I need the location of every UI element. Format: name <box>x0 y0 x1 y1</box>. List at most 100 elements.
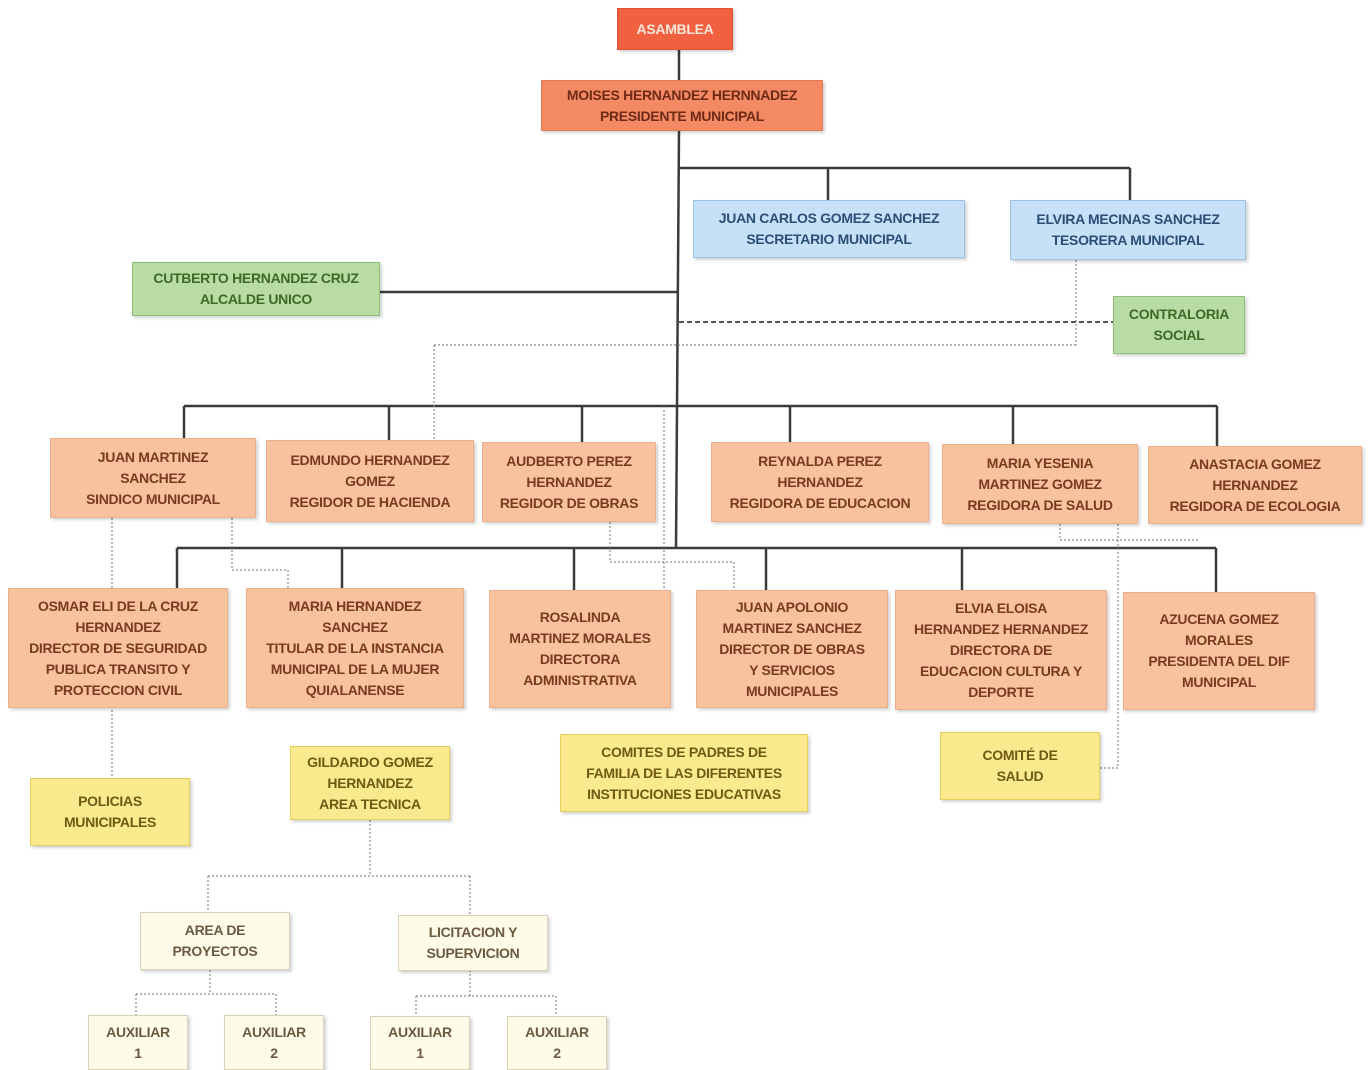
node-mujer: MARIA HERNANDEZ SANCHEZ TITULAR DE LA INST… <box>246 588 464 708</box>
node-text-line: SECRETARIO MUNICIPAL <box>746 231 912 247</box>
node-text-line: DIRECTOR DE OBRAS <box>719 640 865 657</box>
node-text-line: 2 <box>553 1045 561 1061</box>
node-text-line: COMITÉ DE <box>982 747 1058 763</box>
node-text-line: DIRECTOR DE SEGURIDAD <box>29 639 207 656</box>
node-text-line: REGIDOR DE OBRAS <box>499 494 639 511</box>
node-area-tecnica: GILDARDO GOMEZ HERNANDEZ AREA TECNICA <box>290 746 450 820</box>
node-text-line: JUAN APOLONIO <box>735 598 849 615</box>
node-text-line: INSTITUCIONES EDUCATIVAS <box>587 785 781 802</box>
node-text-line: SANCHEZ <box>322 618 388 635</box>
node-text-line: ELVIRA MECINAS SANCHEZ <box>1036 211 1220 227</box>
node-text-line: REYNALDA PEREZ <box>758 452 882 469</box>
node-text-line: QUIALANENSE <box>305 681 405 698</box>
node-text-line: SALUD <box>996 768 1044 784</box>
node-text-line: SUPERVICION <box>426 945 520 961</box>
node-text-line: 1 <box>416 1045 424 1061</box>
node-obras-dir: JUAN APOLONIO MARTINEZ SANCHEZ DIRECTOR DE… <box>696 590 888 708</box>
node-aux-l1: AUXILIAR 1 <box>370 1016 470 1070</box>
node-text-line: PRESIDENTA DEL DIF <box>1148 653 1290 669</box>
node-text-line: DIRECTORA <box>539 651 621 667</box>
node-text-line: MARTINEZ MORALES <box>509 630 651 646</box>
node-presidente: MOISES HERNANDEZ HERNNADEZ PRESIDENTE MUN… <box>541 80 823 131</box>
node-text-line: SOCIAL <box>1153 327 1205 343</box>
node-text-line: MUNICIPAL <box>1181 674 1257 690</box>
node-seguridad: OSMAR ELI DE LA CRUZ HERNANDEZ DIRECTOR DE… <box>8 588 228 708</box>
node-text-line: PRESIDENTE MUNICIPAL <box>599 107 765 124</box>
node-text-line: 1 <box>134 1044 142 1061</box>
node-text-line: Y SERVICIOS <box>749 661 835 678</box>
node-text-line: MARTINEZ SANCHEZ <box>722 619 862 636</box>
node-text-line: PUBLICA TRANSITO Y <box>45 660 191 677</box>
node-text-line: TESORERA MUNICIPAL <box>1051 232 1205 248</box>
node-text-line: CUTBERTO HERNANDEZ CRUZ <box>153 270 359 286</box>
node-text-line: HERNANDEZ <box>777 473 863 490</box>
node-text-line: SINDICO MUNICIPAL <box>86 490 220 507</box>
node-text-line: MOISES HERNANDEZ HERNNADEZ <box>566 86 798 103</box>
node-text-line: GOMEZ <box>345 472 395 489</box>
node-text-line: MARIA HERNANDEZ <box>288 597 422 614</box>
node-text-line: JUAN CARLOS GOMEZ SANCHEZ <box>718 210 940 226</box>
node-text-line: DIRECTORA DE <box>949 641 1053 658</box>
node-text-line: GILDARDO GOMEZ <box>307 753 433 770</box>
node-alcalde: CUTBERTO HERNANDEZ CRUZ ALCALDE UNICO <box>132 262 380 316</box>
node-dif: AZUCENA GOMEZ MORALES PRESIDENTA DEL DIF MU… <box>1123 592 1315 710</box>
node-text-line: LICITACION Y <box>428 924 518 940</box>
node-text-line: POLICIAS <box>78 793 142 809</box>
node-text-line: REGIDORA DE SALUD <box>967 496 1113 513</box>
node-text-line: MUNICIPAL DE LA MUJER <box>270 660 440 677</box>
node-text-line: AREA TECNICA <box>319 795 421 812</box>
node-text-line: AUXILIAR <box>525 1024 589 1040</box>
node-asamblea: ASAMBLEA <box>617 8 733 50</box>
node-text-line: AUDBERTO PEREZ <box>506 452 632 469</box>
node-text-line: TITULAR DE LA INSTANCIA <box>266 639 444 656</box>
node-aux-p1: AUXILIAR 1 <box>88 1015 188 1070</box>
node-text-line: HERNANDEZ <box>1212 476 1298 493</box>
node-text-line: MORALES <box>1185 632 1253 648</box>
node-text-line: ANASTACIA GOMEZ <box>1189 455 1321 472</box>
node-text-line: HERNANDEZ <box>75 618 161 635</box>
node-text-line: AZUCENA GOMEZ <box>1159 611 1279 627</box>
node-proyectos: AREA DE PROYECTOS <box>140 912 290 970</box>
node-educacion-dir: ELVIA ELOISA HERNANDEZ HERNANDEZ DIRECTORA… <box>895 590 1107 710</box>
node-text-line: ELVIA ELOISA <box>954 599 1048 616</box>
node-text-line: COMITES DE PADRES DE <box>601 743 767 760</box>
node-obras-reg: AUDBERTO PEREZ HERNANDEZ REGIDOR DE OBRAS <box>482 442 656 522</box>
node-text-line: HERNANDEZ <box>327 774 413 791</box>
node-text-line: MUNICIPALES <box>745 682 839 699</box>
node-text-line: PROTECCION CIVIL <box>53 681 183 698</box>
node-educacion-reg: REYNALDA PEREZ HERNANDEZ REGIDORA DE EDUCA… <box>711 442 929 522</box>
node-text-line: ADMINISTRATIVA <box>523 672 637 688</box>
node-text-line: MARIA YESENIA <box>986 454 1094 471</box>
node-ecologia-reg: ANASTACIA GOMEZ HERNANDEZ REGIDORA DE ECOL… <box>1148 446 1362 524</box>
node-comite-salud: COMITÉ DE SALUD <box>940 732 1100 800</box>
node-aux-l2: AUXILIAR 2 <box>507 1016 607 1070</box>
node-text-line: AREA DE <box>184 922 246 938</box>
node-text-line: MUNICIPALES <box>63 814 157 830</box>
node-text-line: AUXILIAR <box>242 1023 306 1040</box>
node-text-line: SANCHEZ <box>120 469 186 486</box>
node-licitacion: LICITACION Y SUPERVICION <box>398 915 548 971</box>
node-text-line: REGIDOR DE HACIENDA <box>289 493 451 510</box>
node-text-line: ALCALDE UNICO <box>200 291 312 307</box>
node-secretario: JUAN CARLOS GOMEZ SANCHEZ SECRETARIO MUNI… <box>693 200 965 258</box>
node-text-line: OSMAR ELI DE LA CRUZ <box>38 597 198 614</box>
node-text-line: REGIDORA DE EDUCACION <box>729 494 911 511</box>
node-text-line: AUXILIAR <box>106 1023 170 1040</box>
node-text-line: JUAN MARTINEZ <box>97 448 209 465</box>
node-text-line: HERNANDEZ HERNANDEZ <box>914 620 1088 637</box>
node-text-line: HERNANDEZ <box>526 473 612 490</box>
node-sindico: JUAN MARTINEZ SANCHEZ SINDICO MUNICIPAL <box>50 438 256 518</box>
connector <box>674 130 681 549</box>
node-text-line: AUXILIAR <box>388 1024 452 1040</box>
node-policias: POLICIAS MUNICIPALES <box>30 778 190 846</box>
node-text-line: PROYECTOS <box>172 943 258 959</box>
node-text-line: REGIDORA DE ECOLOGIA <box>1169 497 1341 514</box>
